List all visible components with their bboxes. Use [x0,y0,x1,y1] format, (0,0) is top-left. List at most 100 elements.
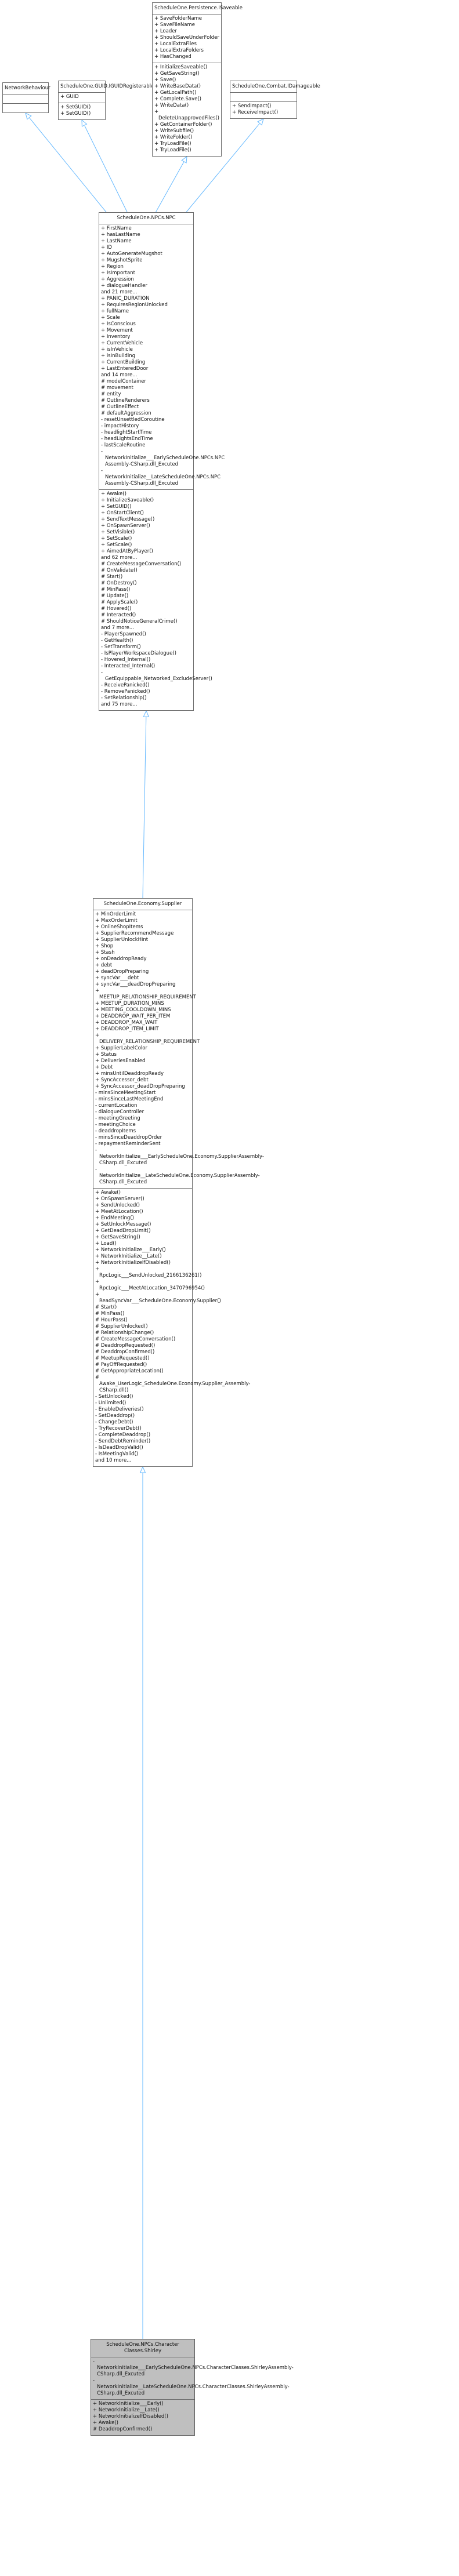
method-row: # Awake_UserLogic_ScheduleOne.Economy.Su… [95,1375,251,1393]
class-name: ScheduleOne.NPCs.Character Classes.Shirl… [91,2339,194,2357]
field-row: - deaddropItems [95,1128,136,1134]
field-row: # entity [101,391,121,397]
field-row: + Scale [101,315,120,321]
field-row: # OutlineRenderers [101,398,150,404]
method-row: + NetworkInitialize__Late() [95,1254,162,1259]
method-row: + WriteSubfile() [154,128,194,134]
method-row: and 75 more... [101,702,138,707]
method-row: - ChangeDebt() [95,1419,133,1425]
method-row: + Save() [154,77,176,83]
field-row: + ID [101,245,112,250]
method-row: # DeaddropConfirmed() [93,2426,153,2432]
method-row: + InitializeSaveable() [101,497,154,503]
field-row: + onDeaddropReady [95,956,147,962]
field-row: + DEADDROP_ITEM_LIMIT [95,1026,159,1032]
method-row: - SetDeaddrop() [95,1413,135,1419]
field-row: + dialogueHandler [101,283,147,289]
method-row: + Complete.Save() [154,96,201,102]
method-row: and 10 more... [95,1458,132,1463]
method-row: + EndMeeting() [95,1215,134,1221]
field-row: + syncVar___deadDropPreparing [95,982,176,987]
class-network-behaviour[interactable]: NetworkBehaviour [2,82,50,113]
method-row: # ShouldNoticeGeneralCrime() [101,619,178,624]
method-row: + MeetAtLocation() [95,1209,143,1215]
method-row: and 62 more... [101,555,138,561]
method-row: + Awake() [93,2420,118,2426]
class-iguid-registerable[interactable]: ScheduleOne.GUID.IGUIDRegisterable + GUI… [58,81,154,120]
field-row: + hasLastName [101,232,140,238]
field-row: - NetworkInitialize__LateScheduleOne.NPC… [93,2378,290,2396]
field-row: + FirstName [101,226,132,231]
method-row: and 7 more... [101,625,134,631]
method-row: - ReceivePanicked() [101,682,150,688]
class-supplier[interactable]: ScheduleOne.Economy.Supplier + MinOrderL… [93,898,264,1467]
field-row: + Status [95,1052,117,1058]
method-row: + SetGUID() [60,111,91,117]
field-row: - NetworkInitialize__LateScheduleOne.NPC… [101,468,221,486]
class-npc[interactable]: ScheduleOne.NPCs.NPC + FirstName+ hasLas… [99,212,225,711]
field-row: # movement [101,385,133,391]
method-row: + ReceiveImpact() [232,110,279,115]
method-row: # DeaddropRequested() [95,1343,156,1349]
field-row: and 21 more... [101,289,138,295]
field-row: - NetworkInitialize___EarlyScheduleOne.N… [101,449,225,467]
method-row: + InitializeSaveable() [154,64,208,70]
method-row: - PlayerSpawned() [101,631,146,637]
method-row: + GetSaveString() [95,1234,140,1240]
method-row: - GetHealth() [101,638,133,644]
field-row: - headlightStartTime [101,430,152,435]
class-shirley[interactable]: ScheduleOne.NPCs.Character Classes.Shirl… [91,2339,294,2436]
method-row: + WriteFolder() [154,135,193,140]
method-row: + SendTextMessage() [101,517,155,522]
method-row: + SetScale() [101,542,132,548]
field-row: + PANIC_DURATION [101,296,150,301]
method-row: - RemovePanicked() [101,689,150,695]
field-row: + debt [95,962,113,968]
method-row: + SetUnlockMessage() [95,1222,151,1227]
edge-shirley-to-supplier [139,1466,146,2339]
class-isaveable[interactable]: ScheduleOne.Persistence.ISaveable + Save… [152,2,243,157]
method-row: # GetAppropriateLocation() [95,1368,164,1374]
method-row: + SendImpact() [232,103,272,109]
method-row: + OnStartClient() [101,510,144,516]
field-row: - currentLocation [95,1103,138,1109]
method-row: # CreateMessageConversation() [95,1336,176,1342]
method-row: - Unlimited() [95,1400,127,1406]
field-row: + Movement [101,328,133,333]
method-row: + GetSaveString() [154,71,200,77]
fields-section: + FirstName+ hasLastName+ LastName+ ID+ … [99,224,225,490]
field-row: # modelContainer [101,379,146,384]
class-idamageable[interactable]: ScheduleOne.Combat.IDamageable + SendImp… [230,81,320,119]
method-row: - SendDebtReminder() [95,1438,151,1444]
field-row: - minsSinceMeetingStart [95,1090,156,1096]
method-row: + SendUnlocked() [95,1202,140,1208]
methods-section: + SetGUID()+ SetGUID() [59,103,105,119]
field-row: - meetingChoice [95,1122,136,1128]
field-row: - NetworkInitialize___EarlyScheduleOne.E… [95,1147,264,1166]
field-row: + LocalExtraFolders [154,48,204,53]
method-row: + SetScale() [101,536,132,542]
class-name: ScheduleOne.Combat.IDamageable [230,81,320,93]
method-row: # DeaddropConfirmed() [95,1349,155,1355]
class-name: ScheduleOne.Economy.Supplier [93,899,192,910]
method-row: # MeetupRequested() [95,1356,150,1361]
method-row: + NetworkInitialize___Early() [95,1247,166,1253]
class-name: ScheduleOne.Persistence.ISaveable [153,3,243,14]
field-row: + SyncAccessor_debt [95,1077,149,1083]
field-row: + SyncAccessor_deadDropPreparing [95,1084,185,1089]
field-row: - meetingGreeting [95,1116,140,1121]
field-row: + MaxOrderLimit [95,918,138,924]
method-row: + SetVisible() [101,529,135,535]
method-row: + RpcLogic___MeetAtLocation_3470796954() [95,1279,205,1291]
method-row: + AimedAtByPlayer() [101,548,153,554]
field-row: + CurrentBuilding [101,359,146,365]
method-row: - CompleteDeaddrop() [95,1432,151,1438]
field-row: + SaveFolderName [154,16,203,21]
fields-section [3,95,48,104]
field-row: + MinOrderLimit [95,911,136,917]
field-row: + Region [101,264,124,270]
field-row: + SupplierUnlockHint [95,937,149,943]
field-row: + IsImportant [101,270,135,276]
methods-section: + SendImpact()+ ReceiveImpact() [230,102,297,118]
field-row: + isInVehicle [101,347,133,353]
